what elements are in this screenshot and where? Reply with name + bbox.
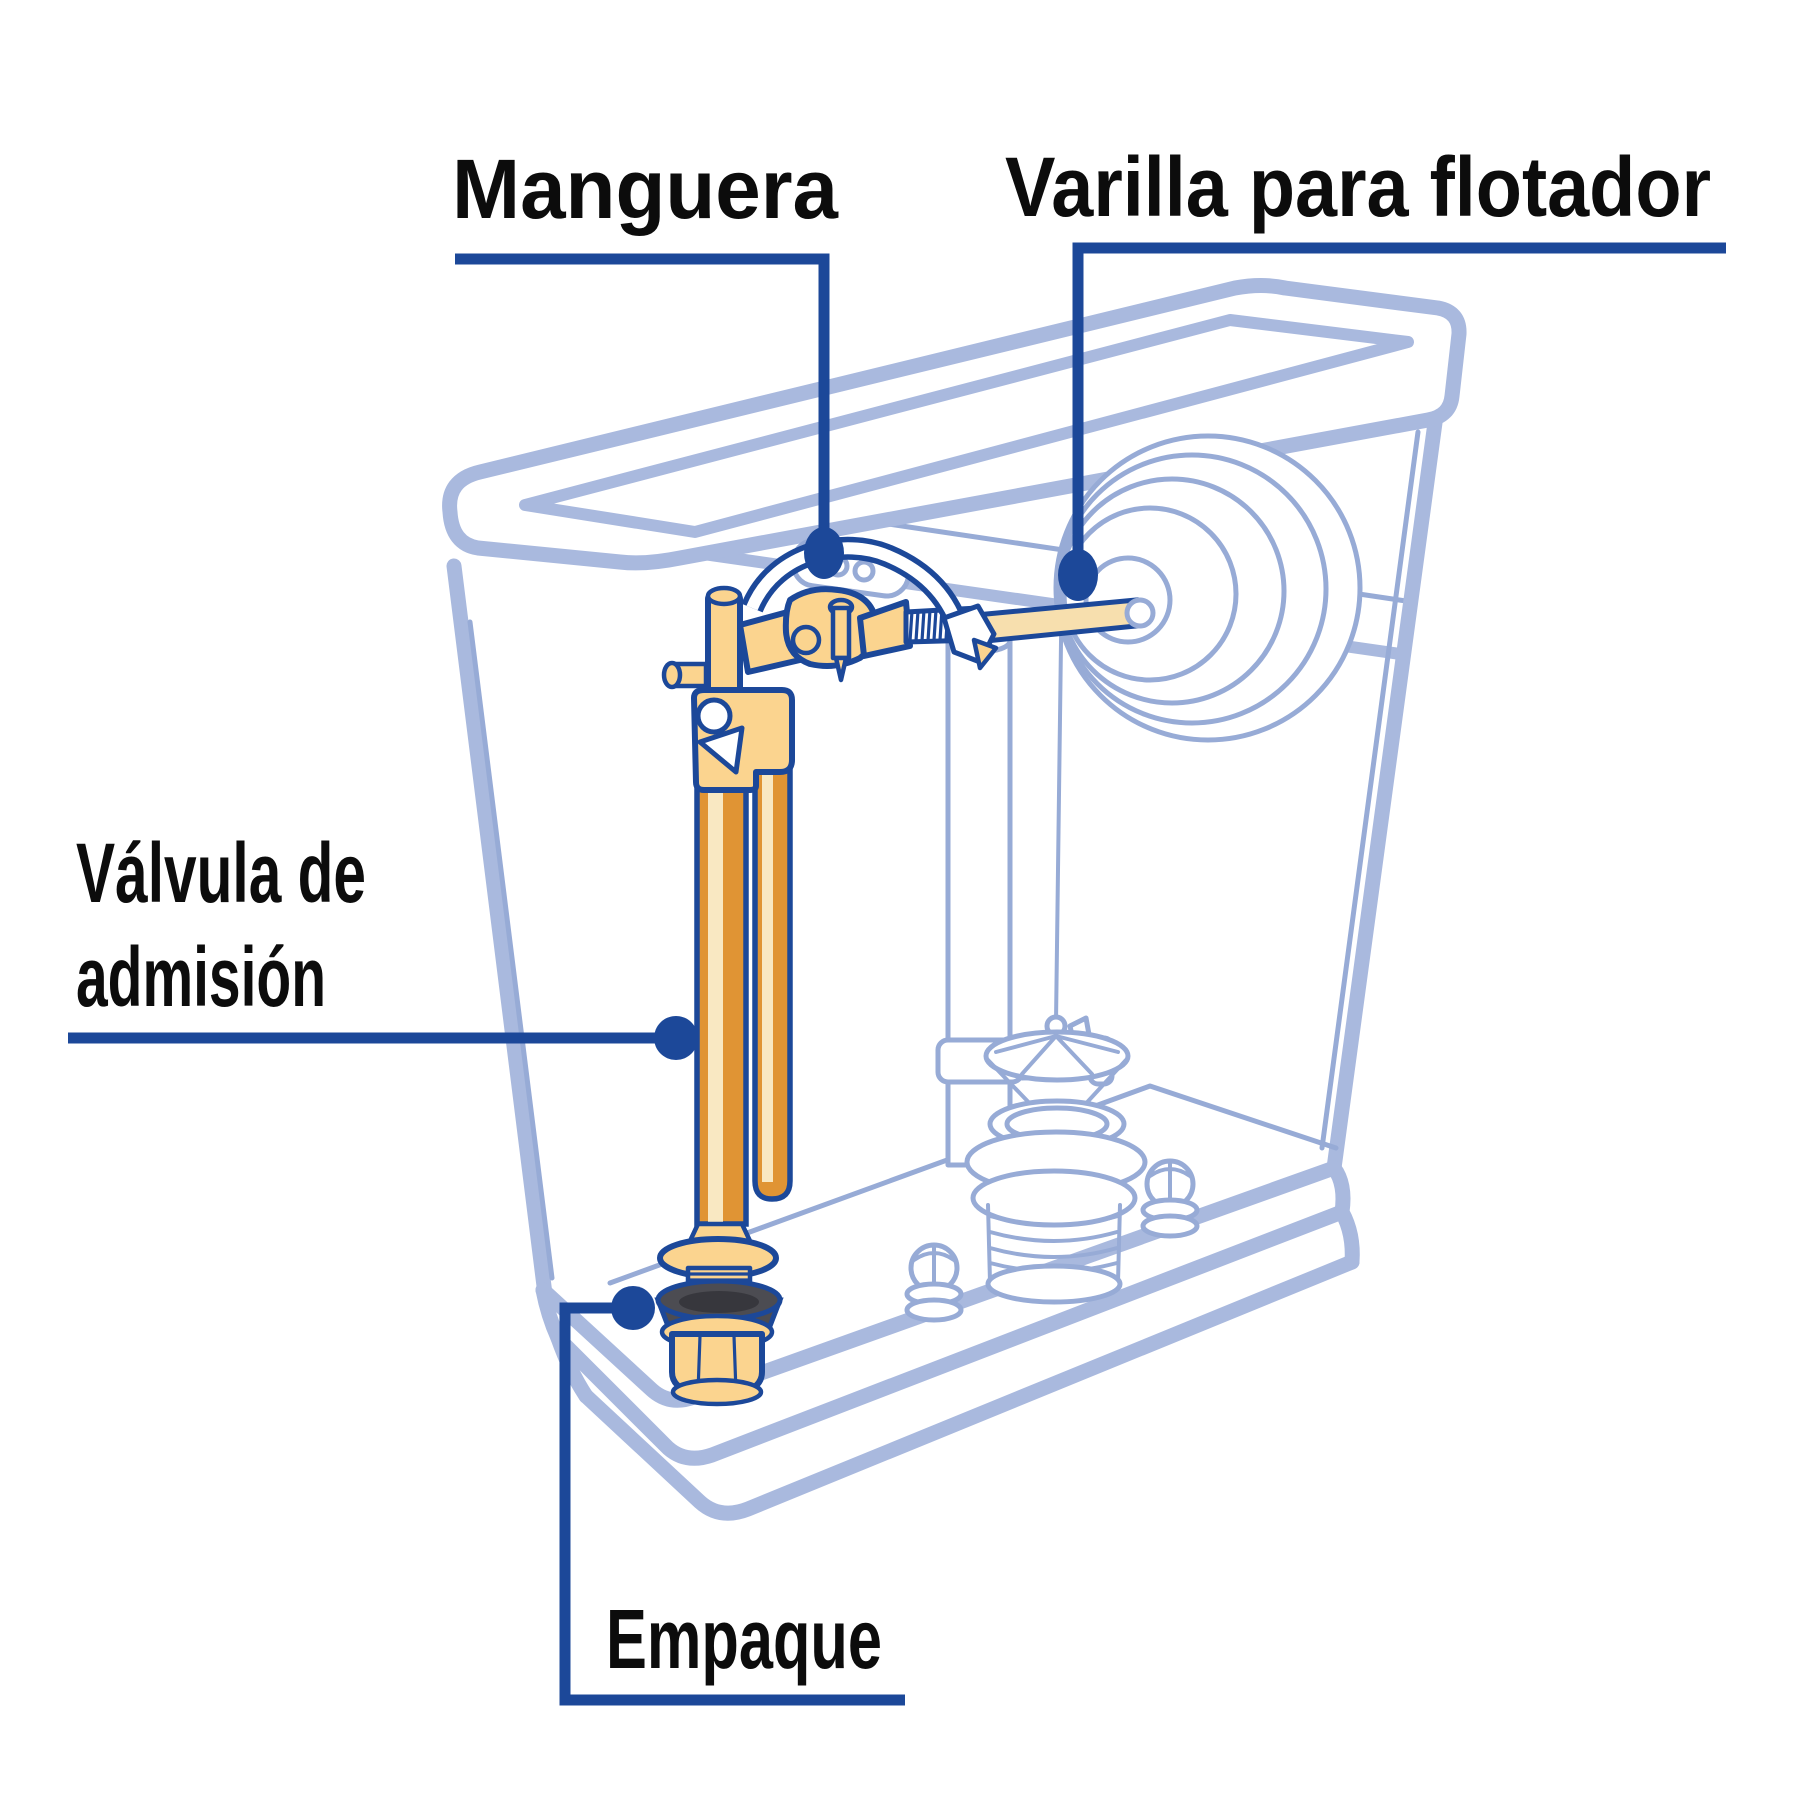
fill-valve bbox=[654, 536, 1156, 1407]
tank-base-right-cap bbox=[1326, 1160, 1360, 1270]
tank-base-bottom-edge bbox=[578, 1254, 1360, 1521]
leader-empaque bbox=[559, 1302, 905, 1706]
dot-empaque bbox=[611, 1286, 655, 1330]
tank-lid bbox=[442, 278, 1467, 571]
valve-inlet-pipe bbox=[661, 585, 743, 713]
lift-wire bbox=[1054, 564, 1064, 1024]
label-valvula-line1: Válvula de bbox=[76, 826, 366, 920]
label-empaque: Empaque bbox=[606, 1592, 882, 1686]
hose bbox=[741, 536, 999, 671]
shank-hardware bbox=[654, 1221, 784, 1407]
refill-tube bbox=[752, 757, 793, 1202]
gasket bbox=[654, 1278, 784, 1337]
tank-floor-line bbox=[607, 1083, 1339, 1286]
tank-bolt-right bbox=[1140, 1158, 1200, 1239]
callout-manguera: Manguera bbox=[452, 142, 844, 579]
tank-right-wall bbox=[1326, 400, 1445, 1176]
callouts: Manguera Varilla para flotador Válvula d… bbox=[68, 140, 1726, 1706]
label-valvula-line2: admisión bbox=[76, 930, 326, 1024]
valve-body bbox=[691, 687, 795, 793]
float-rod-tip bbox=[1124, 597, 1156, 629]
tank-lid-inner-line bbox=[519, 314, 1414, 538]
tank-bolt-left bbox=[904, 1242, 964, 1323]
callout-varilla: Varilla para flotador bbox=[1005, 140, 1726, 601]
supply-tube bbox=[694, 747, 749, 1227]
tank-left-wall-inner bbox=[467, 619, 555, 1281]
rod-clamp bbox=[857, 599, 913, 659]
dot-manguera bbox=[804, 527, 844, 579]
callout-valvula: Válvula de admisión bbox=[68, 826, 698, 1060]
label-varilla: Varilla para flotador bbox=[1005, 140, 1711, 234]
overflow-tube bbox=[945, 627, 1013, 1168]
leader-varilla bbox=[1072, 242, 1726, 570]
float-ball bbox=[1053, 433, 1363, 743]
tank-base-top-edge bbox=[550, 1204, 1350, 1466]
tank-right-wall-inner bbox=[1319, 429, 1421, 1151]
flush-valve-outlet bbox=[964, 1098, 1148, 1305]
interior-fittings bbox=[904, 433, 1363, 1323]
shank-locknut bbox=[669, 1331, 765, 1407]
callout-empaque: Empaque bbox=[559, 1286, 905, 1706]
dot-varilla bbox=[1058, 549, 1098, 601]
tank-left-wall bbox=[446, 558, 553, 1302]
label-manguera: Manguera bbox=[452, 142, 839, 236]
float-lever bbox=[737, 586, 913, 683]
leader-manguera bbox=[455, 253, 830, 548]
dot-valvula bbox=[654, 1016, 698, 1060]
